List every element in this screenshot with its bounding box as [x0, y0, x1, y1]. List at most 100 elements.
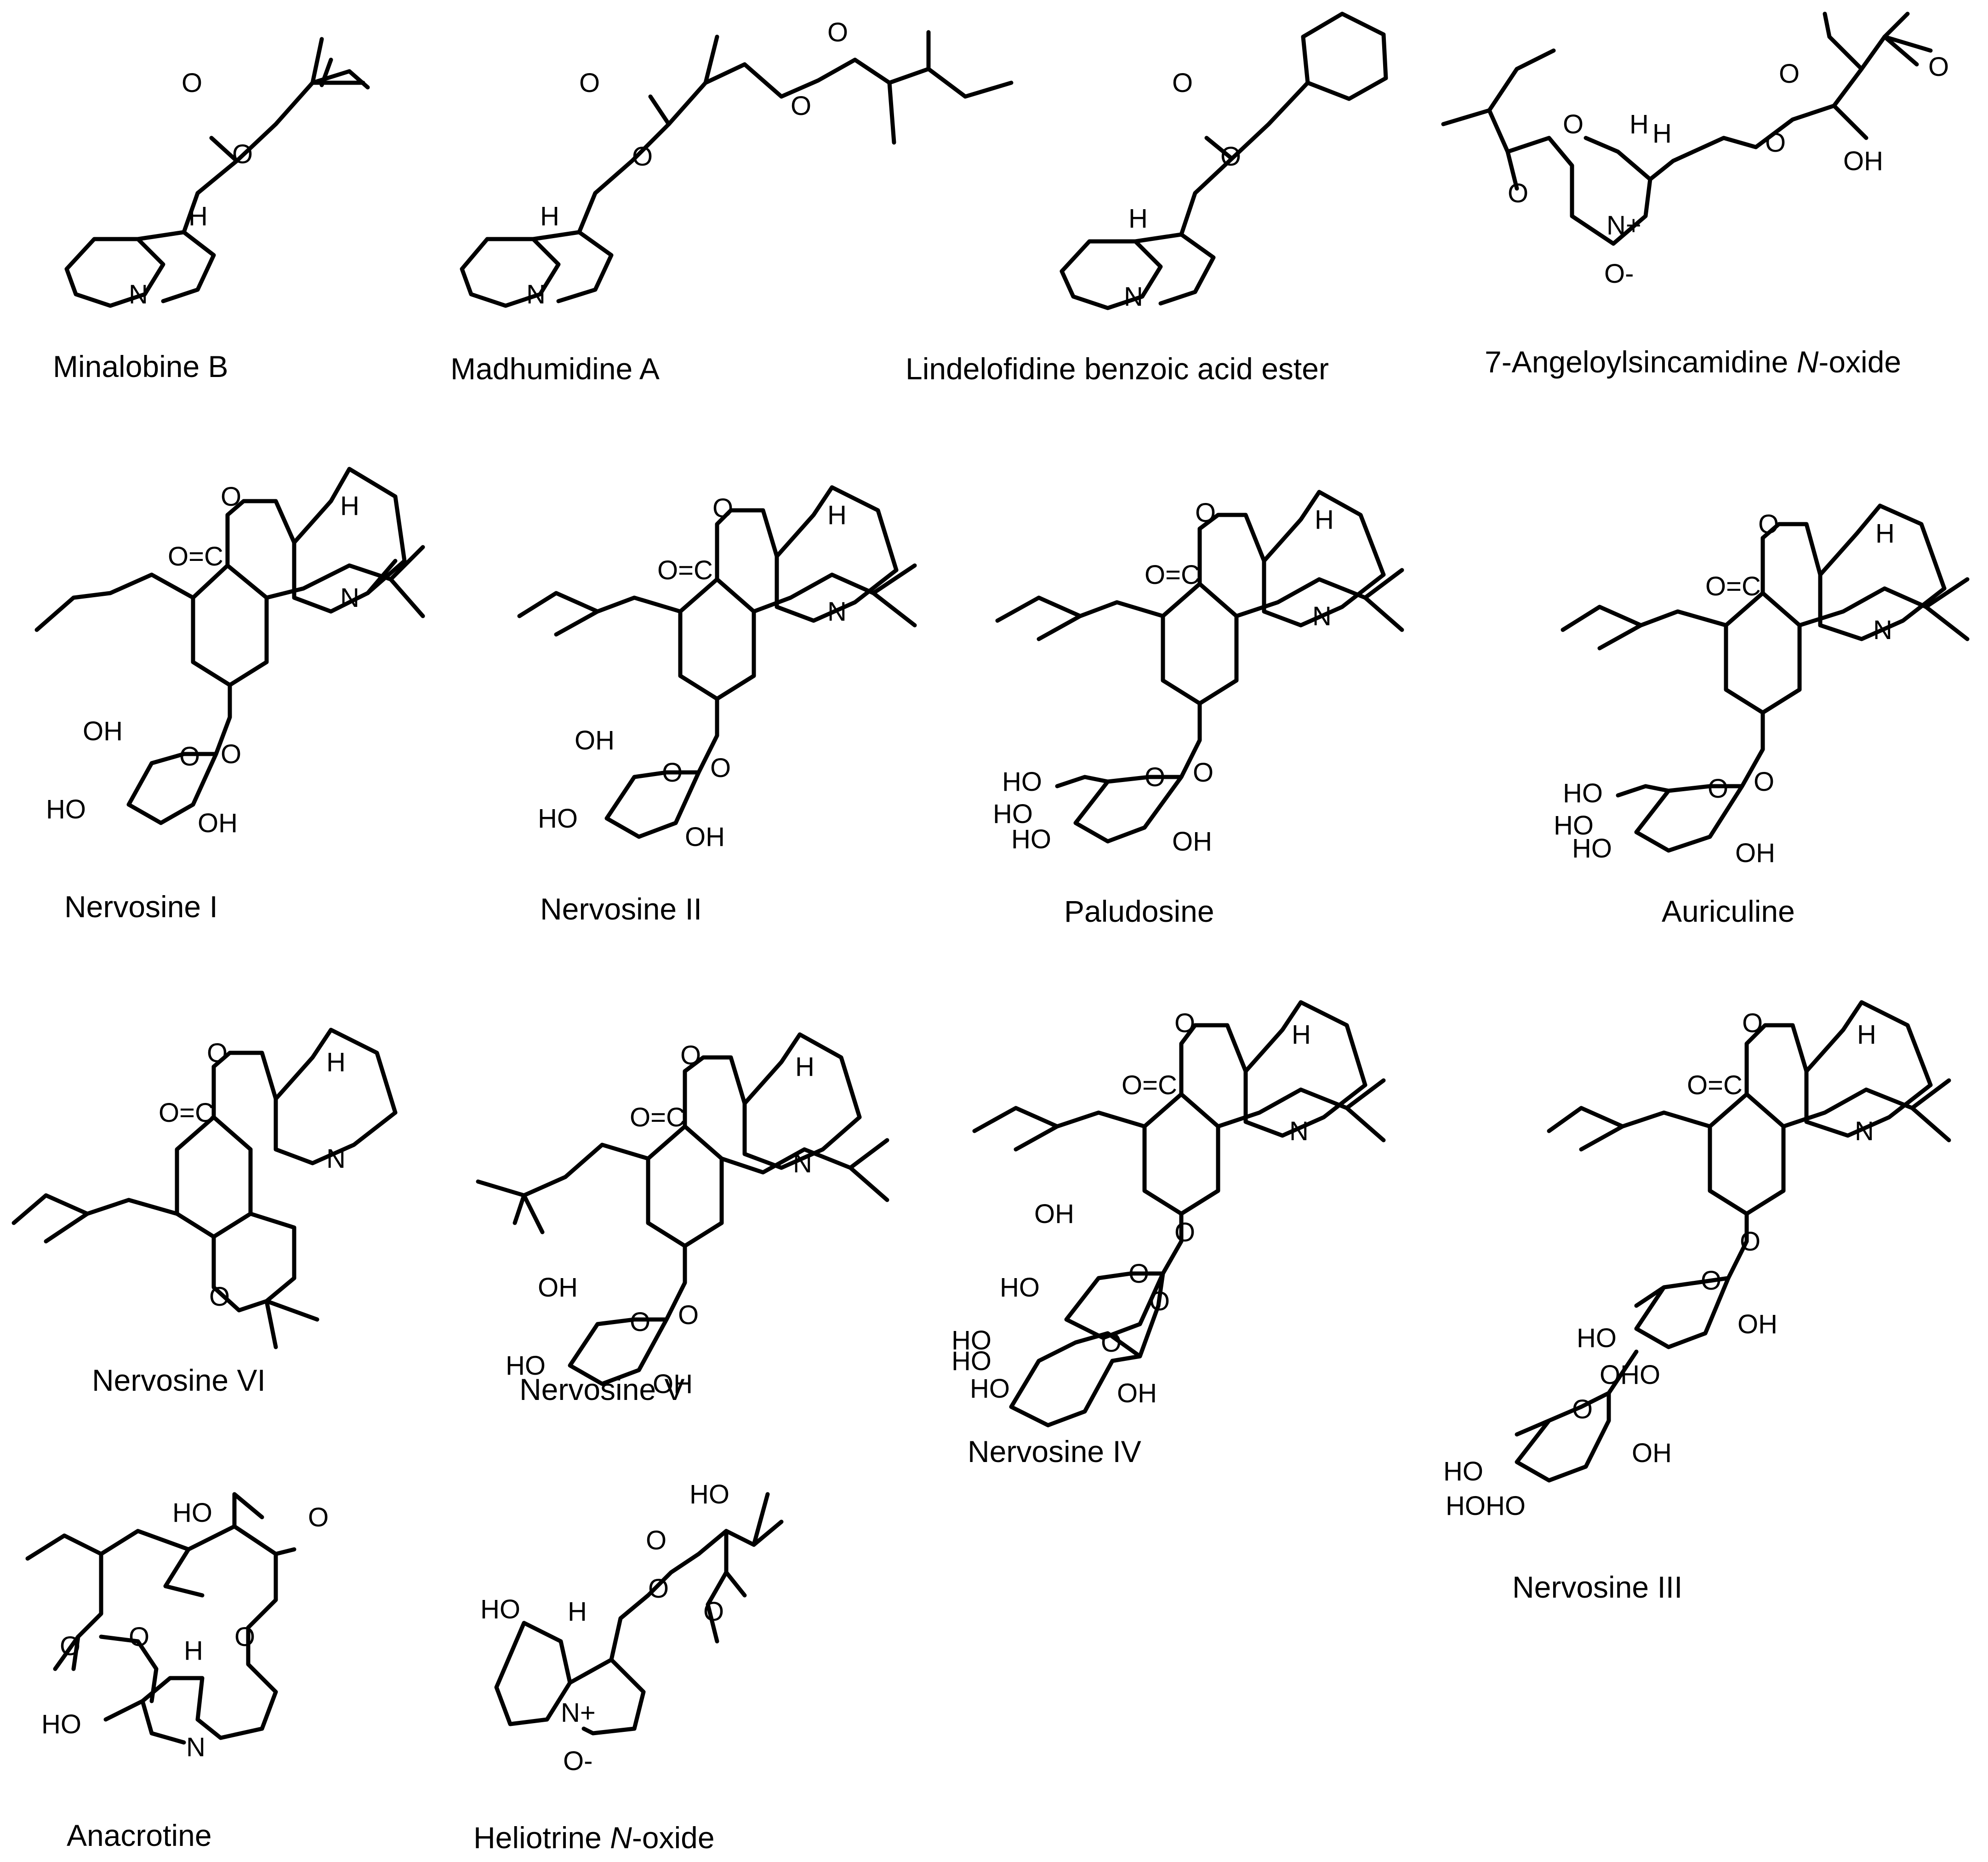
atom-h: H	[1629, 109, 1649, 139]
atom-o: O	[207, 1038, 228, 1068]
atom-o: O	[1195, 498, 1216, 528]
structure-nervosine-v: O O=C H N O O OH HO OH	[476, 1032, 889, 1399]
atom-n: N	[827, 597, 847, 627]
atom-ho: HO	[1563, 778, 1603, 808]
atom-o-eq-c: O=C	[657, 555, 713, 585]
atom-oh: OH	[198, 808, 238, 838]
atom-n: N	[793, 1148, 812, 1178]
atom-ho: HO	[1443, 1456, 1483, 1486]
atom-o: O	[308, 1502, 329, 1532]
atom-o-minus: O-	[563, 1746, 592, 1776]
atom-h: H	[188, 201, 208, 231]
atom-o: O	[1193, 758, 1213, 788]
atom-o: O	[179, 742, 200, 771]
atom-oh: OH	[1117, 1378, 1157, 1408]
structure-anacrotine: HO O O O O H HO N	[25, 1492, 329, 1762]
atom-n: N	[340, 583, 359, 613]
atom-n: N	[326, 1144, 346, 1174]
compound-name: 7-Angeloylsincamidine N-oxide	[1485, 345, 1901, 379]
atom-h: H	[795, 1052, 815, 1082]
compound-name: Lindelofidine benzoic acid ester	[906, 352, 1329, 386]
atom-o: O	[662, 758, 683, 788]
atom-h: H	[827, 500, 847, 530]
atom-o: O	[712, 493, 733, 523]
atom-n: N	[1855, 1116, 1874, 1146]
atom-ho: HO	[1000, 1273, 1040, 1302]
atom-ho: HO	[1554, 811, 1594, 840]
atom-n: N	[1873, 615, 1892, 645]
atom-oh: OH	[1632, 1438, 1672, 1468]
atom-o: O	[1928, 52, 1949, 82]
structure-minalobine-b: H N O O	[64, 37, 370, 309]
atom-o: O	[182, 68, 202, 98]
atom-o: O	[1742, 1008, 1763, 1038]
atom-o-eq-c: O=C	[1122, 1070, 1177, 1100]
atom-o: O	[579, 68, 600, 98]
atom-o: O	[791, 91, 811, 121]
atom-ho: HO	[970, 1374, 1010, 1404]
atom-n-plus: N+	[1606, 211, 1641, 240]
atom-o: O	[1145, 762, 1165, 792]
atom-o-eq-c: O=C	[1687, 1070, 1743, 1100]
atom-o: O	[1174, 1008, 1195, 1038]
structure-auriculine: O O=C H N O O HO HO HO OH	[1554, 503, 1970, 868]
atom-ho: HO	[41, 1709, 81, 1739]
atom-h: H	[184, 1636, 203, 1666]
structure-heliotrine-n-oxide: HO H N+ O- O O HO O	[480, 1479, 784, 1776]
atom-o: O	[678, 1300, 699, 1330]
atom-oh: OH	[1737, 1309, 1777, 1339]
atom-o: O	[129, 1622, 149, 1652]
atom-o: O	[1708, 774, 1728, 804]
atom-o: O	[209, 1282, 230, 1312]
structure-nervosine-i: O O=C H N O O OH HO OH	[34, 467, 425, 838]
structure-lindelofidine-ester: H N O O	[1060, 11, 1388, 312]
atom-oh: OH	[685, 822, 725, 852]
atom-ho: HO	[172, 1498, 212, 1528]
atom-o: O	[1128, 1259, 1149, 1289]
atom-ho: HO	[1572, 834, 1612, 863]
atom-o: O	[1174, 1217, 1195, 1247]
structure-nervosine-iii: O O=C H N O O HO OH OHO O HO OH HOHO	[1443, 1000, 1951, 1521]
atom-n-plus: N+	[561, 1698, 596, 1728]
atom-o: O	[1758, 509, 1779, 539]
atom-o: O	[1765, 128, 1786, 158]
atom-o: O	[1701, 1266, 1721, 1296]
atom-ho: HO	[506, 1351, 546, 1381]
compound-name: Nervosine VI	[92, 1363, 266, 1397]
atom-n: N	[1312, 601, 1332, 631]
atom-oh: OH	[1034, 1199, 1074, 1229]
structure-7-angeloylsincamidine-n-oxide: O O H H N+ O- O O OH O	[1441, 11, 1949, 289]
atom-hoho: HOHO	[1446, 1491, 1526, 1521]
atom-o-eq-c: O=C	[630, 1102, 685, 1132]
atom-o: O	[648, 1574, 669, 1604]
atom-h: H	[326, 1047, 346, 1077]
compound-name: Nervosine III	[1512, 1570, 1682, 1604]
atom-o: O	[232, 139, 253, 169]
atom-oh: OH	[1843, 146, 1883, 176]
compound-name: Madhumidine A	[450, 352, 660, 386]
atom-h: H	[1857, 1020, 1876, 1050]
atom-o: O	[1740, 1227, 1760, 1257]
atom-oh: OH	[538, 1273, 578, 1302]
compound-name: Nervosine I	[64, 890, 218, 924]
atom-o-eq-c: O=C	[159, 1098, 214, 1128]
compound-name: Nervosine V	[519, 1372, 685, 1406]
atom-h: H	[340, 491, 359, 521]
structure-nervosine-iv: O O=C H N O O O O OH HO HO HO HO OH	[951, 1000, 1386, 1428]
atom-oho: OHO	[1600, 1360, 1660, 1390]
atom-ho: HO	[689, 1479, 729, 1509]
atom-n: N	[1289, 1116, 1309, 1146]
atom-o: O	[646, 1525, 666, 1555]
atom-h: H	[568, 1597, 587, 1627]
atom-o: O	[1101, 1328, 1122, 1358]
compound-name: Heliotrine N-oxide	[473, 1821, 715, 1855]
compound-name: Auriculine	[1662, 894, 1795, 928]
atom-o-minus: O-	[1604, 259, 1634, 289]
atom-ho: HO	[1577, 1323, 1617, 1353]
compound-name: Nervosine II	[540, 892, 702, 926]
atom-ho: HO	[951, 1346, 991, 1376]
atom-o: O	[1563, 109, 1584, 139]
atom-oh: OH	[653, 1369, 693, 1399]
atom-oh: OH	[575, 725, 615, 755]
